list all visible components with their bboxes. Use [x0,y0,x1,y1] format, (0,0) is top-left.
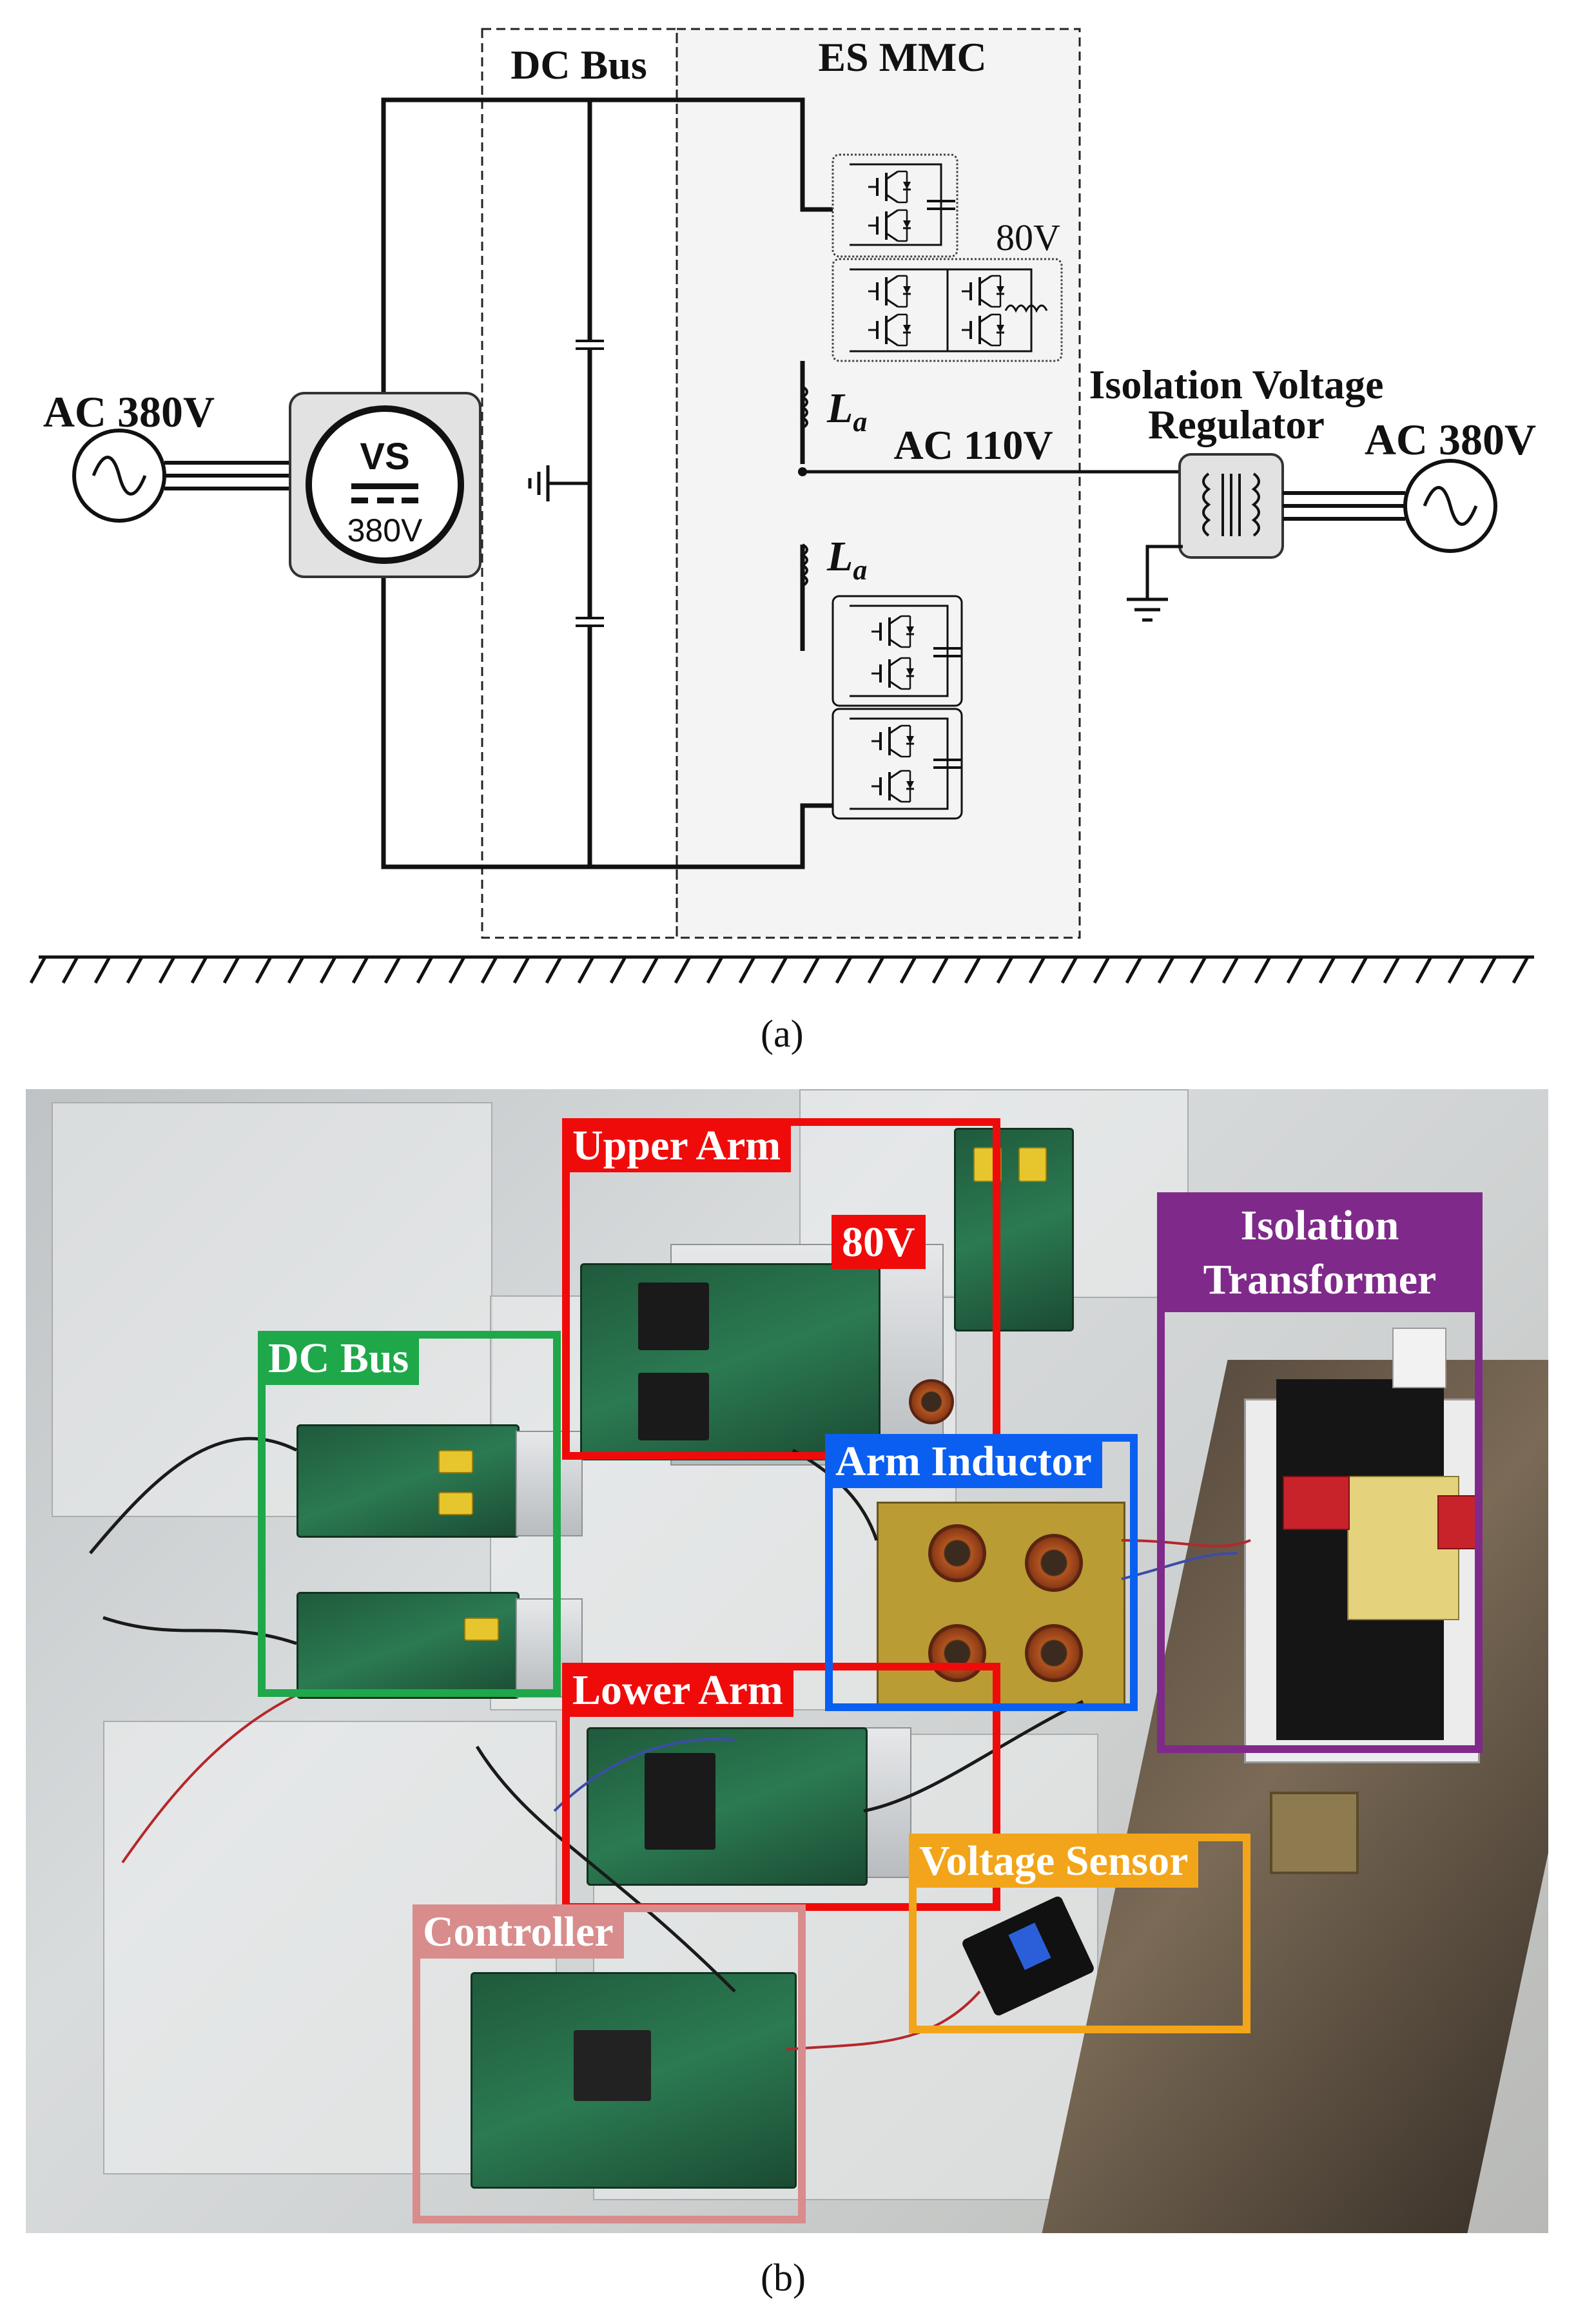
lower-inductor-label: La [826,533,867,586]
earth-hatch-mark [1479,956,1497,984]
earth-hatch-mark [738,956,756,984]
earth-hatch-mark [480,956,498,984]
lower-submodule-1 [832,595,963,707]
earth-hatch-mark [158,956,176,984]
earth-hatch-mark [319,956,337,984]
dc-bus-label: DC Bus [258,1331,420,1385]
earth-hatch-mark [931,956,949,984]
earth-hatch-mark [1512,956,1530,984]
earth-hatch-mark [61,956,79,984]
right-source-label: AC 380V [1365,415,1536,464]
regulator-transformer-icon [1178,453,1284,559]
earth-hatch-mark [1350,956,1368,984]
isolation-transformer-label: Isolation Transformer [1157,1192,1483,1312]
left-three-phase-lines [164,461,290,490]
earth-hatch-mark [899,956,917,984]
earth-hatch-mark [835,956,853,984]
upper-arm-label: Upper Arm [562,1118,792,1172]
vs-rating: 380V [347,512,423,548]
isolation-transformer-label-line2: Transformer [1203,1255,1437,1303]
earth-hatch-mark [1093,956,1111,984]
left-source-label: AC 380V [43,387,215,436]
panel-b-caption: (b) [761,2256,806,2299]
earth-hatch-mark [674,956,692,984]
earth-hatch-mark [287,956,305,984]
regulator-label-line2: Regulator [1148,402,1325,447]
earth-hatch-mark [1157,956,1175,984]
upper-submodule-1 [832,153,958,258]
earth-hatch-mark [190,956,208,984]
left-ac-source-icon [72,429,166,523]
earth-hatch-mark [545,956,563,984]
earth-hatch-mark [1383,956,1401,984]
dc-bus-title: DC Bus [511,42,647,88]
earth-hatch-mark [1221,956,1240,984]
earth-hatch-mark [1060,956,1078,984]
earth-hatch-mark [512,956,530,984]
earth-hatch-mark [770,956,788,984]
voltage-sensor-label: Voltage Sensor [909,1834,1199,1888]
earth-hatch-mark [996,956,1014,984]
earth-hatch-mark [1028,956,1046,984]
hardware-photo: Upper Arm 80V Isolation Transformer DC B… [26,1089,1548,2233]
regulator-ground-icon [1127,545,1183,622]
earth-hatch-mark [641,956,659,984]
isolation-transformer-label-line1: Isolation [1240,1202,1399,1249]
right-three-phase-lines [1283,491,1405,521]
right-ac-source-icon [1403,459,1497,553]
earth-hatch-mark [255,956,273,984]
lower-arm-label: Lower Arm [562,1663,793,1717]
earth-hatch-mark [1125,956,1143,984]
earth-hatch-mark [867,956,885,984]
earth-hatch-mark [1447,956,1465,984]
regulator-label-line1: Isolation Voltage [1089,362,1384,407]
earth-hatch-mark [416,956,434,984]
upper-arm-inductor-icon [799,385,808,429]
earth-hatch-mark [964,956,982,984]
arm-inductor-label: Arm Inductor [825,1434,1102,1488]
lower-arm-inductor-icon [799,543,808,587]
earth-hatch-mark [577,956,595,984]
ac-output-label: AC 110V [893,422,1053,468]
earth-hatch-mark [803,956,821,984]
earth-hatch-mark [384,956,402,984]
submodule-voltage-label: 80V [996,217,1060,258]
circuit-schematic: DC Bus ES MMC AC 380V VS [29,28,1536,984]
upper-inductor-label: La [826,385,867,438]
lower-submodule-2 [832,708,963,820]
upper-submodule-2 [832,258,1063,362]
earth-hatching [29,955,1534,984]
earth-hatch-mark [126,956,144,984]
earth-hatch-mark [1318,956,1336,984]
earth-hatch-mark [222,956,240,984]
dc-bus-box [258,1331,561,1697]
es-mmc-title: ES MMC [818,34,986,80]
earth-hatch-mark [1189,956,1207,984]
panel-a-caption: (a) [761,1012,804,1055]
earth-hatch-mark [29,956,47,984]
wiring-lines [89,1437,1251,2051]
earth-hatch-mark [93,956,112,984]
earth-hatch-mark [609,956,627,984]
earth-hatch-mark [351,956,369,984]
vs-title: VS [360,436,409,478]
isolation-transformer-box [1157,1192,1483,1753]
submodule-80v-label: 80V [832,1215,926,1269]
vs-converter-block [289,392,482,578]
controller-label: Controller [413,1904,624,1959]
earth-hatch-mark [1286,956,1304,984]
dc-bus-region [481,28,678,939]
dc-bus-ground-icon [528,465,590,501]
earth-hatch-mark [1254,956,1272,984]
earth-hatch-mark [706,956,724,984]
earth-hatch-mark [1415,956,1433,984]
earth-hatch-mark [448,956,466,984]
